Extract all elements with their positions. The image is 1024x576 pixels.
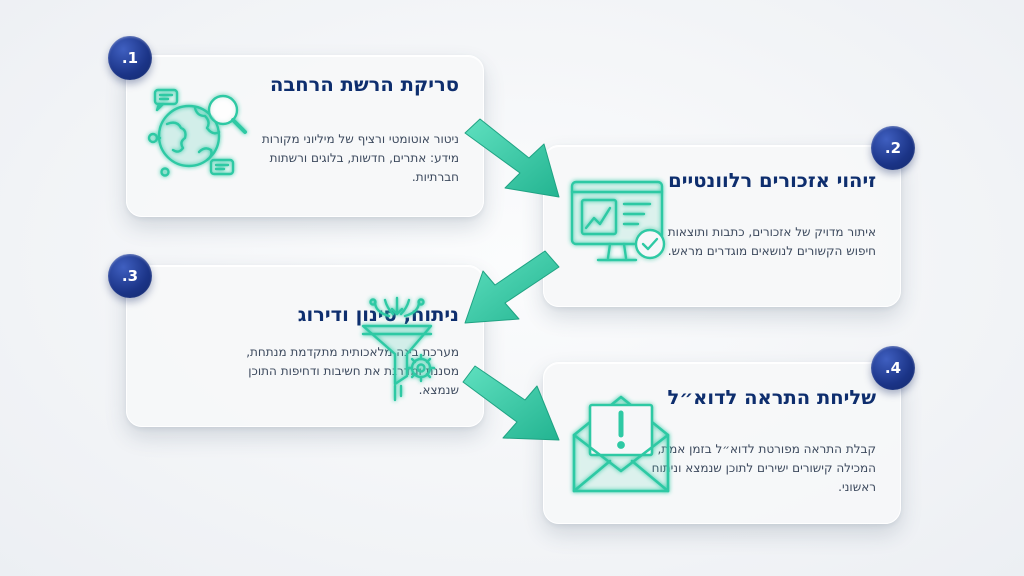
flow-arrow-1-to-2 — [464, 118, 560, 198]
step-badge-4: .4 — [871, 346, 915, 390]
step-description: איתור מדויק של אזכורים, כתבות ותוצאות חי… — [667, 225, 876, 258]
step-description: ניטור אוטומטי ורציף של מיליוני מקורות מי… — [261, 132, 459, 184]
step-title: סריקת הרשת הרחבה — [269, 73, 459, 96]
step-badge-3: .3 — [108, 254, 152, 298]
envelope-alert-icon — [566, 387, 676, 499]
step-card-1: סריקת הרשת הרחבה ניטור אוטומטי ורציף של … — [126, 55, 484, 217]
monitor-chart-check-icon — [564, 174, 674, 274]
step-description: קבלת התראה מפורטת לדוא״ל בזמן אמת, המכיל… — [651, 442, 876, 494]
flow-arrow-3-to-4 — [462, 365, 560, 441]
step-badge-2: .2 — [871, 126, 915, 170]
flow-arrow-2-to-3 — [464, 250, 560, 324]
step-title: שליחת התראה לדוא״ל — [667, 386, 876, 409]
step-card-4: שליחת התראה לדוא״ל קבלת התראה מפורטת לדו… — [543, 362, 901, 524]
step-title: ניתוח, סינון ודירוג — [297, 303, 459, 326]
step-badge-1: .1 — [108, 36, 152, 80]
funnel-gear-icon — [355, 296, 455, 406]
globe-search-icon — [141, 80, 253, 190]
step-title: זיהוי אזכורים רלוונטיים — [668, 169, 876, 192]
step-card-2: זיהוי אזכורים רלוונטיים איתור מדויק של א… — [543, 145, 901, 307]
step-card-3: ניתוח, סינון ודירוג מערכת בינה מלאכותית … — [126, 265, 484, 427]
